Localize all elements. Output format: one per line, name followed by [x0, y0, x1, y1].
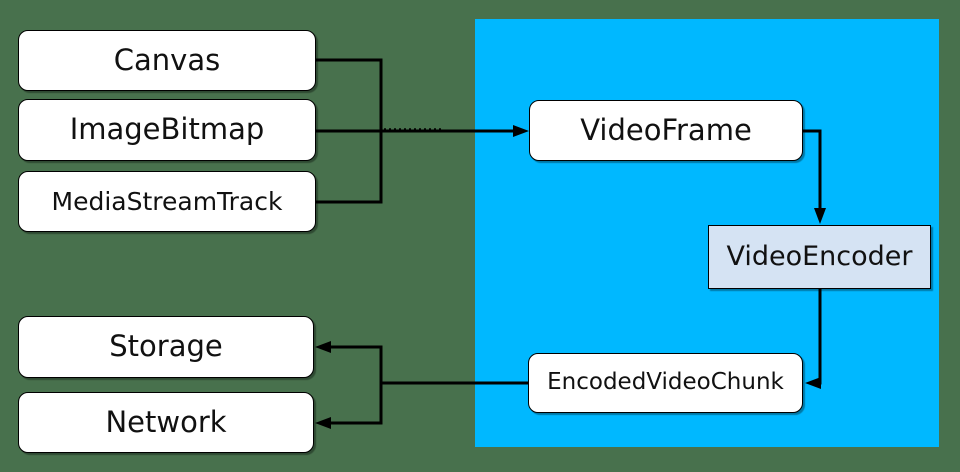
arrowhead-into-network [315, 417, 331, 429]
node-imagebitmap-label: ImageBitmap [69, 112, 265, 147]
node-encodedvideochunk: EncodedVideoChunk [528, 353, 803, 413]
edge-out-trunk [330, 345, 383, 425]
node-imagebitmap: ImageBitmap [18, 99, 316, 161]
edge-canvas-trunk [316, 58, 383, 204]
node-storage: Storage [18, 316, 314, 378]
node-mediastreamtrack-label: MediaStreamTrack [51, 186, 283, 216]
node-canvas: Canvas [18, 30, 316, 91]
node-network: Network [18, 392, 314, 453]
node-network-label: Network [105, 404, 227, 439]
node-videoframe-label: VideoFrame [580, 112, 752, 147]
node-videoencoder: VideoEncoder [708, 225, 931, 289]
node-videoframe: VideoFrame [529, 100, 803, 161]
node-canvas-label: Canvas [113, 42, 221, 77]
node-videoencoder-label: VideoEncoder [726, 241, 913, 273]
node-encodedvideochunk-label: EncodedVideoChunk [547, 369, 784, 396]
node-mediastreamtrack: MediaStreamTrack [18, 171, 316, 232]
arrowhead-into-storage [315, 341, 331, 353]
node-storage-label: Storage [109, 329, 223, 364]
